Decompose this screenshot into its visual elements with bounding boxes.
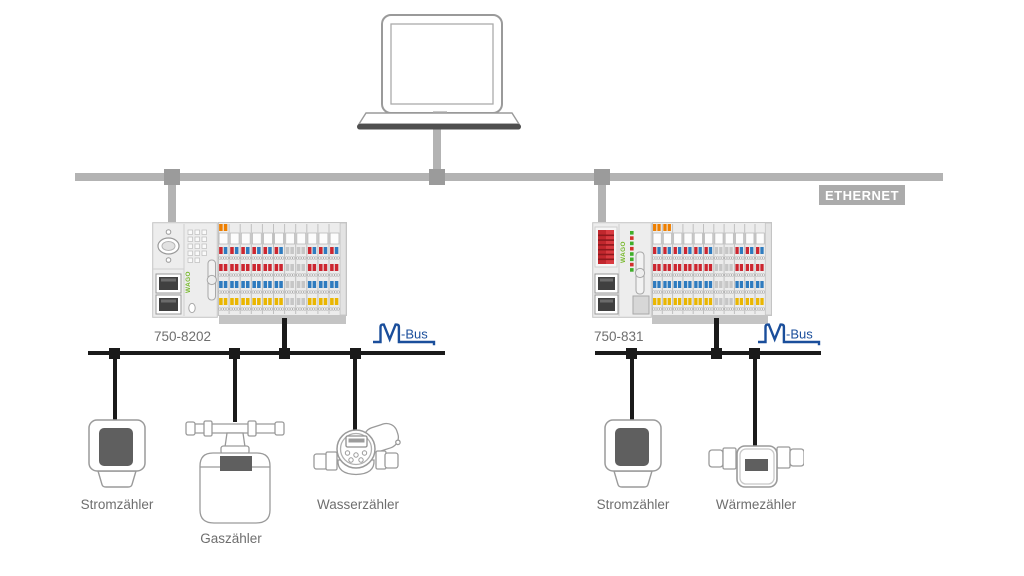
release-latch [188, 259, 217, 314]
ethernet-bus-line [75, 173, 943, 181]
led-column [630, 231, 634, 272]
meter-gaszaehler [185, 420, 285, 524]
mbus-node [350, 348, 361, 359]
wago-logo: WAGO [185, 271, 192, 293]
plc-right-mbus-drop [714, 318, 719, 351]
ethernet-node [429, 169, 445, 185]
led-grid [187, 229, 207, 263]
release-latch [632, 251, 650, 315]
meter-label: Stromzähler [596, 497, 670, 512]
rj45-ports [594, 273, 619, 315]
plc-right-model: 750-831 [594, 329, 644, 344]
meter-label: Stromzähler [80, 497, 154, 512]
mbus-node [711, 348, 722, 359]
ethernet-drop-left-plc [168, 181, 176, 222]
wago-logo: WAGO [620, 241, 627, 263]
meter-stromzaehler-left [88, 419, 146, 488]
meter-label: Wärmezähler [715, 497, 797, 512]
ethernet-node [594, 169, 610, 185]
mbus-logo-text: -Bus [786, 327, 813, 342]
dip-switch [594, 226, 618, 268]
meter-label: Wasserzähler [316, 497, 400, 512]
mbus-line-left [88, 351, 445, 355]
mbus-node [749, 348, 760, 359]
meter-waermezaehler [708, 445, 804, 488]
laptop [357, 14, 521, 130]
plc-right-rail [652, 316, 768, 324]
mbus-node [279, 348, 290, 359]
ethernet-drop-laptop [433, 128, 441, 173]
mbus-node [109, 348, 120, 359]
plc-left-model: 750-8202 [154, 329, 212, 344]
meter-wasserzaehler [313, 422, 401, 476]
plc-left-io-modules [218, 222, 347, 316]
meter-stromzaehler-right [604, 419, 662, 488]
ethernet-node [164, 169, 180, 185]
mbus-drop-waerme [753, 355, 757, 447]
ethernet-drop-right-plc [598, 181, 606, 222]
dsub-port [157, 229, 180, 263]
meter-label: Gaszähler [200, 531, 262, 546]
mbus-logo-left: -Bus [373, 323, 436, 346]
plc-right-head: WAGO [592, 222, 652, 318]
ethernet-label: ETHERNET [819, 185, 905, 205]
mbus-drop-strom-right [630, 355, 634, 420]
mbus-logo-right: -Bus [758, 323, 821, 346]
mbus-drop-gas [233, 355, 237, 422]
mbus-drop-strom-left [113, 355, 117, 420]
mbus-drop-wasser [353, 355, 357, 431]
ethernet-label-text: ETHERNET [824, 187, 900, 203]
rj45-ports [155, 273, 182, 315]
mbus-node [626, 348, 637, 359]
mbus-node [229, 348, 240, 359]
mbus-line-right [595, 351, 821, 355]
plc-right-io-modules [652, 222, 772, 316]
plc-left-mbus-drop [282, 318, 287, 351]
plc-left-head: WAGO [152, 222, 218, 318]
mbus-logo-text: -Bus [401, 327, 428, 342]
